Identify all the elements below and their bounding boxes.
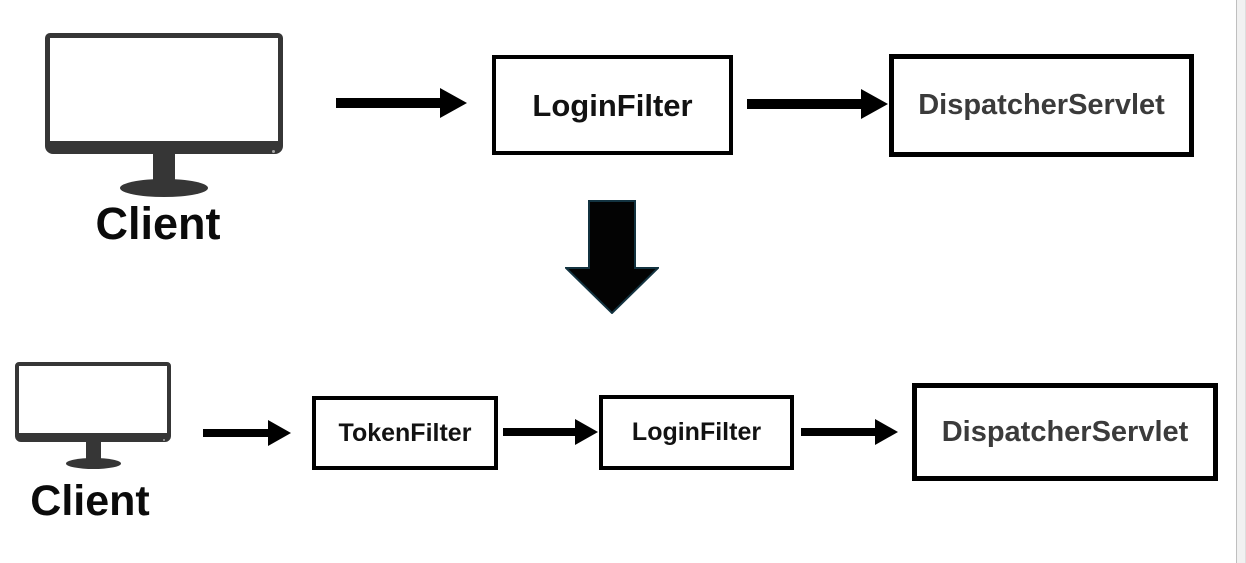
node-label: DispatcherServlet [918,89,1165,121]
node-label: LoginFilter [532,87,693,123]
arrow-shaft [336,98,440,108]
arrow-right-icon [747,89,888,119]
client-monitor-icon [45,33,283,198]
node-label: TokenFilter [338,418,472,447]
node-dispatcherservlet-before: DispatcherServlet [889,54,1194,157]
arrow-right-icon [336,88,467,118]
monitor-base [66,458,121,469]
client-monitor-icon [15,362,171,470]
monitor-screen [45,33,283,154]
arrow-down-icon [565,200,659,314]
arrow-head [268,420,291,446]
node-dispatcherservlet-after: DispatcherServlet [912,383,1218,481]
monitor-stand [153,152,175,183]
power-led-dot [163,439,165,441]
client-label-before: Client [95,198,221,249]
arrow-head [861,89,888,119]
arrow-shaft [203,429,268,437]
node-loginfilter-after: LoginFilter [599,395,794,470]
node-loginfilter-before: LoginFilter [492,55,733,155]
page-right-gutter [1236,0,1246,563]
node-tokenfilter-after: TokenFilter [312,396,498,470]
node-label: DispatcherServlet [941,415,1189,448]
client-label-after: Client [30,477,150,525]
arrow-head [875,419,898,445]
monitor-stand [86,440,101,462]
arrow-shaft [747,99,861,109]
arrow-right-icon [801,419,898,445]
arrow-right-icon [203,420,291,446]
arrow-shaft [801,428,875,436]
arrow-right-icon [503,419,598,445]
arrow-head [440,88,467,118]
monitor-base [120,179,208,197]
node-label: LoginFilter [631,418,762,446]
monitor-screen [15,362,171,442]
arrow-shaft [503,428,575,436]
power-led-dot [272,150,275,153]
arrow-head [575,419,598,445]
